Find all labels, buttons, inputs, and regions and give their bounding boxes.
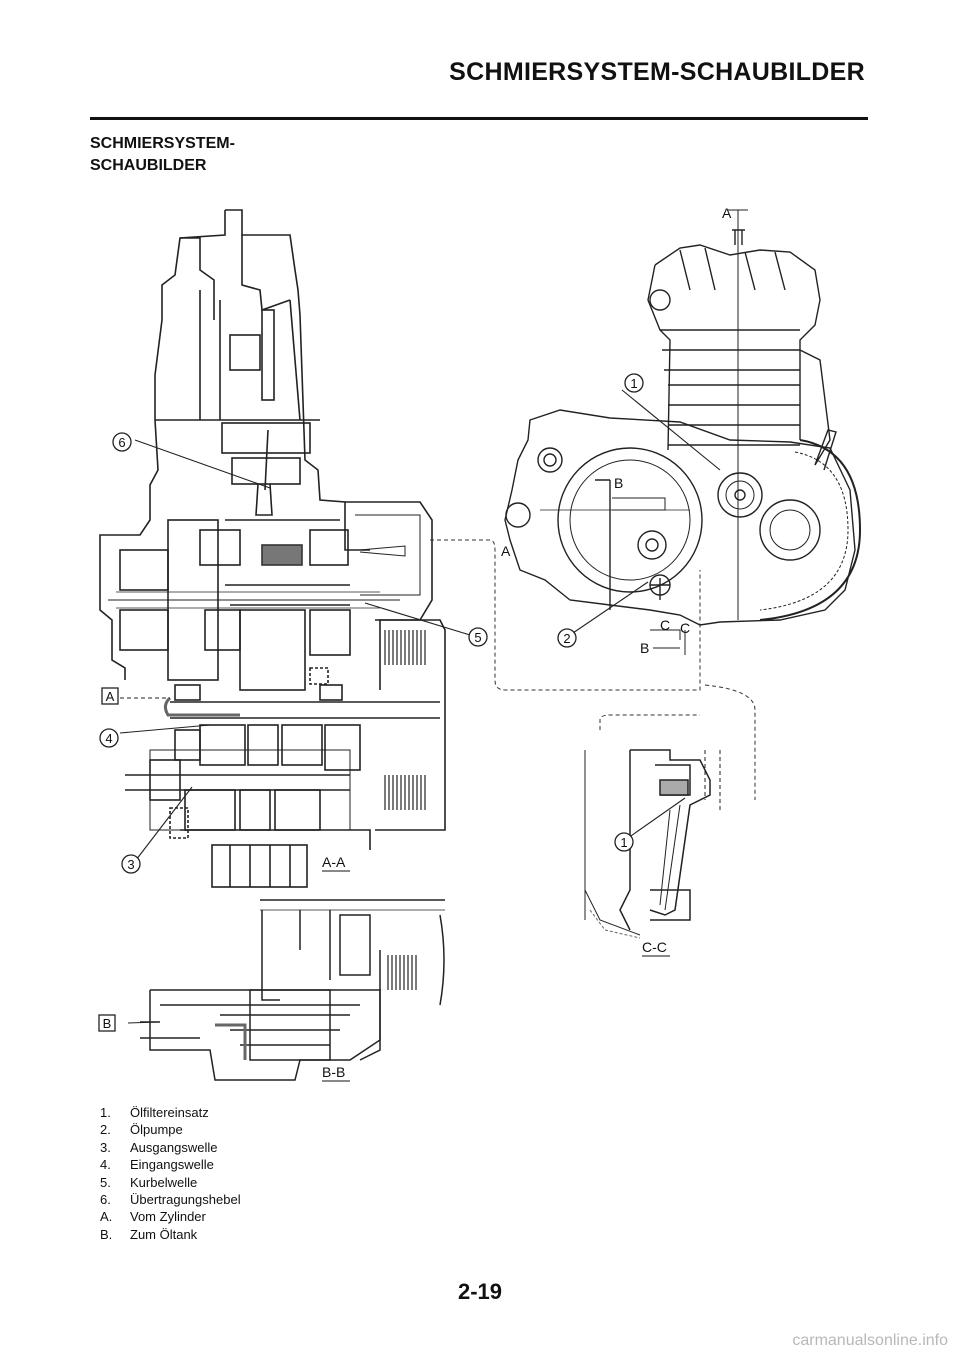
section-view-c-c: C-C <box>642 939 667 955</box>
legend-item: 5.Kurbelwelle <box>100 1174 198 1190</box>
svg-text:2: 2 <box>563 631 570 646</box>
callout-1-exterior: 1 <box>624 373 644 393</box>
section-title-line-2: SCHAUBILDER <box>90 157 207 174</box>
svg-text:B: B <box>103 1016 112 1031</box>
section-title-line-1: SCHMIERSYSTEM- <box>90 135 235 152</box>
callout-5: 5 <box>468 627 488 647</box>
boxed-label-a: A <box>101 687 119 705</box>
section-mark-b-top: B <box>614 475 623 491</box>
lubrication-diagram-svg: 6 5 4 3 1 2 1 A <box>98 205 862 1082</box>
legend-item: 1.Ölfiltereinsatz <box>100 1105 209 1120</box>
parts-legend: 1.Ölfiltereinsatz 2.Ölpumpe 3.Ausgangswe… <box>100 1104 241 1243</box>
legend-item: B.Zum Öltank <box>100 1226 198 1242</box>
legend-item: 2.Ölpumpe <box>100 1122 183 1138</box>
svg-text:1: 1 <box>630 376 637 391</box>
section-view-b-b: B-B <box>322 1064 345 1080</box>
legend-item: 3.Ausgangswelle <box>100 1139 218 1155</box>
callout-3: 3 <box>121 854 141 874</box>
legend-item: A.Vom Zylinder <box>100 1209 206 1225</box>
svg-text:6: 6 <box>118 435 125 450</box>
callout-1-section: 1 <box>614 832 634 852</box>
header-rule <box>90 117 868 120</box>
legend-item: 4.Eingangswelle <box>100 1157 214 1173</box>
svg-text:1: 1 <box>620 835 627 850</box>
svg-text:4: 4 <box>105 731 112 746</box>
section-mark-c-right: C <box>680 620 690 636</box>
section-view-a-a: A-A <box>322 854 346 870</box>
lubrication-diagram: 6 5 4 3 1 2 1 A <box>0 190 960 1090</box>
section-mark-a-left: A <box>501 543 511 559</box>
section-mark-a-top: A <box>722 205 732 221</box>
svg-text:3: 3 <box>127 857 134 872</box>
watermark: carmanualsonline.info <box>792 1332 948 1349</box>
svg-text:A: A <box>106 689 115 704</box>
section-mark-b-bottom: B <box>640 640 649 656</box>
boxed-label-b: B <box>98 1014 116 1032</box>
page-number: 2-19 <box>457 1279 503 1304</box>
svg-text:5: 5 <box>474 630 481 645</box>
callout-2: 2 <box>557 628 577 648</box>
section-mark-c-top: C <box>660 617 670 633</box>
section-title: SCHMIERSYSTEM- SCHAUBILDER <box>90 133 235 177</box>
callout-6: 6 <box>112 432 132 452</box>
callout-4: 4 <box>99 728 119 748</box>
page-header-title: SCHMIERSYSTEM-SCHAUBILDER <box>449 58 865 86</box>
legend-item: 6.Übertragungshebel <box>100 1192 241 1208</box>
